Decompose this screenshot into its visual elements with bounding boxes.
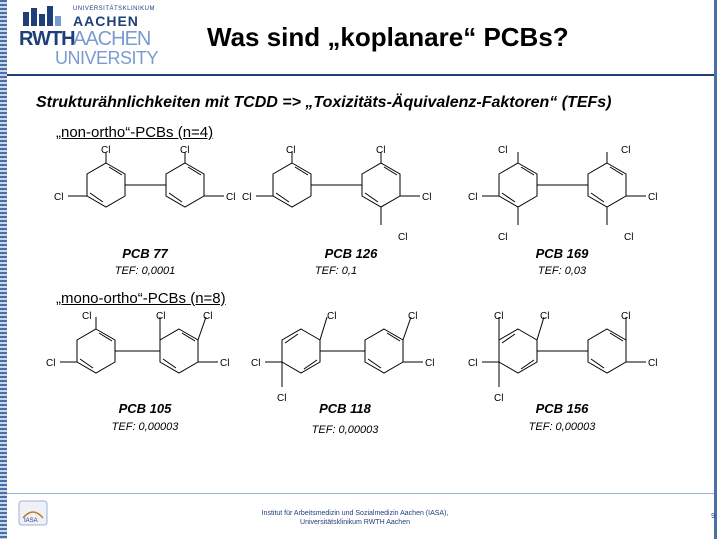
pcb-105-diagram: Cl Cl Cl Cl Cl — [46, 311, 229, 374]
pcb-126-tef: TEF: 0,1 — [314, 265, 358, 277]
page-number: 9 — [711, 513, 715, 520]
left-frame-border — [0, 0, 7, 539]
pcb-105-tef: TEF: 0,00003 — [111, 421, 179, 433]
pcb-118-structure: Cl Cl Cl Cl Cl — [251, 311, 461, 416]
pcb-118-name: PCB 118 — [319, 401, 371, 416]
slide-subtitle: Strukturähnlichkeiten mit TCDD => „Toxiz… — [36, 94, 612, 111]
atom-label: Cl — [54, 192, 63, 203]
atom-label: Cl — [624, 232, 633, 243]
pcb-105-name: PCB 105 — [118, 401, 172, 416]
footer-line-1: Institut für Arbeitsmedizin und Sozialme… — [261, 510, 449, 517]
atom-label: Cl — [648, 358, 657, 369]
logo-rwth: RWTH — [19, 28, 76, 50]
pcb-126-name: PCB 126 — [324, 246, 378, 261]
pcb-118-tef: TEF: 0,00003 — [311, 424, 379, 436]
iasa-logo-icon: IASA — [18, 500, 48, 526]
building-icon — [23, 6, 61, 26]
atom-label: Cl — [621, 311, 630, 322]
pcb-77-tef: TEF: 0,0001 — [114, 265, 176, 277]
iasa-logo-text: IASA — [24, 518, 38, 524]
footer-divider — [7, 493, 714, 494]
atom-label: Cl — [494, 393, 503, 404]
atom-label: Cl — [180, 145, 189, 156]
pcb-126-diagram: Cl Cl Cl Cl Cl — [242, 145, 431, 243]
pcb-156-name: PCB 156 — [535, 401, 589, 416]
atom-label: Cl — [376, 145, 385, 156]
pcb-126-structure: Cl Cl Cl Cl Cl — [242, 145, 452, 250]
atom-label: Cl — [46, 358, 55, 369]
pcb-156-tef: TEF: 0,00003 — [528, 421, 596, 433]
footer-institution: Institut für Arbeitsmedizin und Sozialme… — [200, 509, 510, 527]
logo-university: UNIVERSITY — [55, 48, 159, 68]
atom-label: Cl — [251, 358, 260, 369]
atom-label: Cl — [277, 393, 286, 404]
slide-title: Was sind „koplanare“ PCBs? — [207, 22, 569, 52]
atom-label: Cl — [242, 192, 251, 203]
atom-label: Cl — [286, 145, 295, 156]
pcb-169-name: PCB 169 — [535, 246, 589, 261]
pcb-169-tef: TEF: 0,03 — [537, 265, 587, 277]
pcb-156-structure: Cl Cl Cl Cl Cl Cl — [468, 311, 678, 416]
pcb-77-name: PCB 77 — [122, 246, 168, 261]
atom-label: Cl — [422, 192, 431, 203]
pcb-77-diagram: Cl Cl Cl Cl — [54, 145, 235, 208]
footer-line-2: Universitätsklinikum RWTH Aachen — [300, 519, 410, 526]
pcb-105-structure: Cl Cl Cl Cl Cl — [46, 311, 256, 416]
header-divider — [7, 74, 714, 76]
pcb-169-diagram: Cl Cl Cl Cl Cl Cl — [468, 145, 657, 243]
atom-label: Cl — [156, 311, 165, 322]
atom-label: Cl — [203, 311, 212, 322]
atom-label: Cl — [648, 192, 657, 203]
pcb-169-structure: Cl Cl Cl Cl Cl Cl — [468, 145, 678, 250]
atom-label: Cl — [425, 358, 434, 369]
right-frame-border — [714, 0, 717, 539]
iasa-logo: IASA — [18, 500, 48, 526]
non-ortho-group-label: „non-ortho“-PCBs (n=4) — [56, 124, 214, 141]
atom-label: Cl — [327, 311, 336, 322]
mono-ortho-group-label: „mono-ortho“-PCBs (n=8) — [56, 290, 226, 307]
atom-label: Cl — [468, 192, 477, 203]
pcb-118-diagram: Cl Cl Cl Cl Cl — [251, 311, 434, 404]
atom-label: Cl — [540, 311, 549, 322]
logo-small-text: UNIVERSITÄTSKLINIKUM — [73, 6, 156, 12]
logo-aachen-top: AACHEN — [73, 13, 139, 29]
pcb-77-structure: Cl Cl Cl Cl — [46, 145, 246, 250]
atom-label: Cl — [468, 358, 477, 369]
atom-label: Cl — [408, 311, 417, 322]
atom-label: Cl — [494, 311, 503, 322]
logo-aachen-mid: AACHEN — [73, 28, 151, 50]
atom-label: Cl — [398, 232, 407, 243]
atom-label: Cl — [226, 192, 235, 203]
atom-label: Cl — [498, 232, 507, 243]
atom-label: Cl — [498, 145, 507, 156]
atom-label: Cl — [621, 145, 630, 156]
rwth-logo: UNIVERSITÄTSKLINIKUM AACHEN RWTH AACHEN … — [15, 4, 175, 68]
slide-header: UNIVERSITÄTSKLINIKUM AACHEN RWTH AACHEN … — [7, 0, 714, 75]
atom-label: Cl — [101, 145, 110, 156]
atom-label: Cl — [82, 311, 91, 322]
atom-label: Cl — [220, 358, 229, 369]
pcb-156-diagram: Cl Cl Cl Cl Cl Cl — [468, 311, 657, 404]
